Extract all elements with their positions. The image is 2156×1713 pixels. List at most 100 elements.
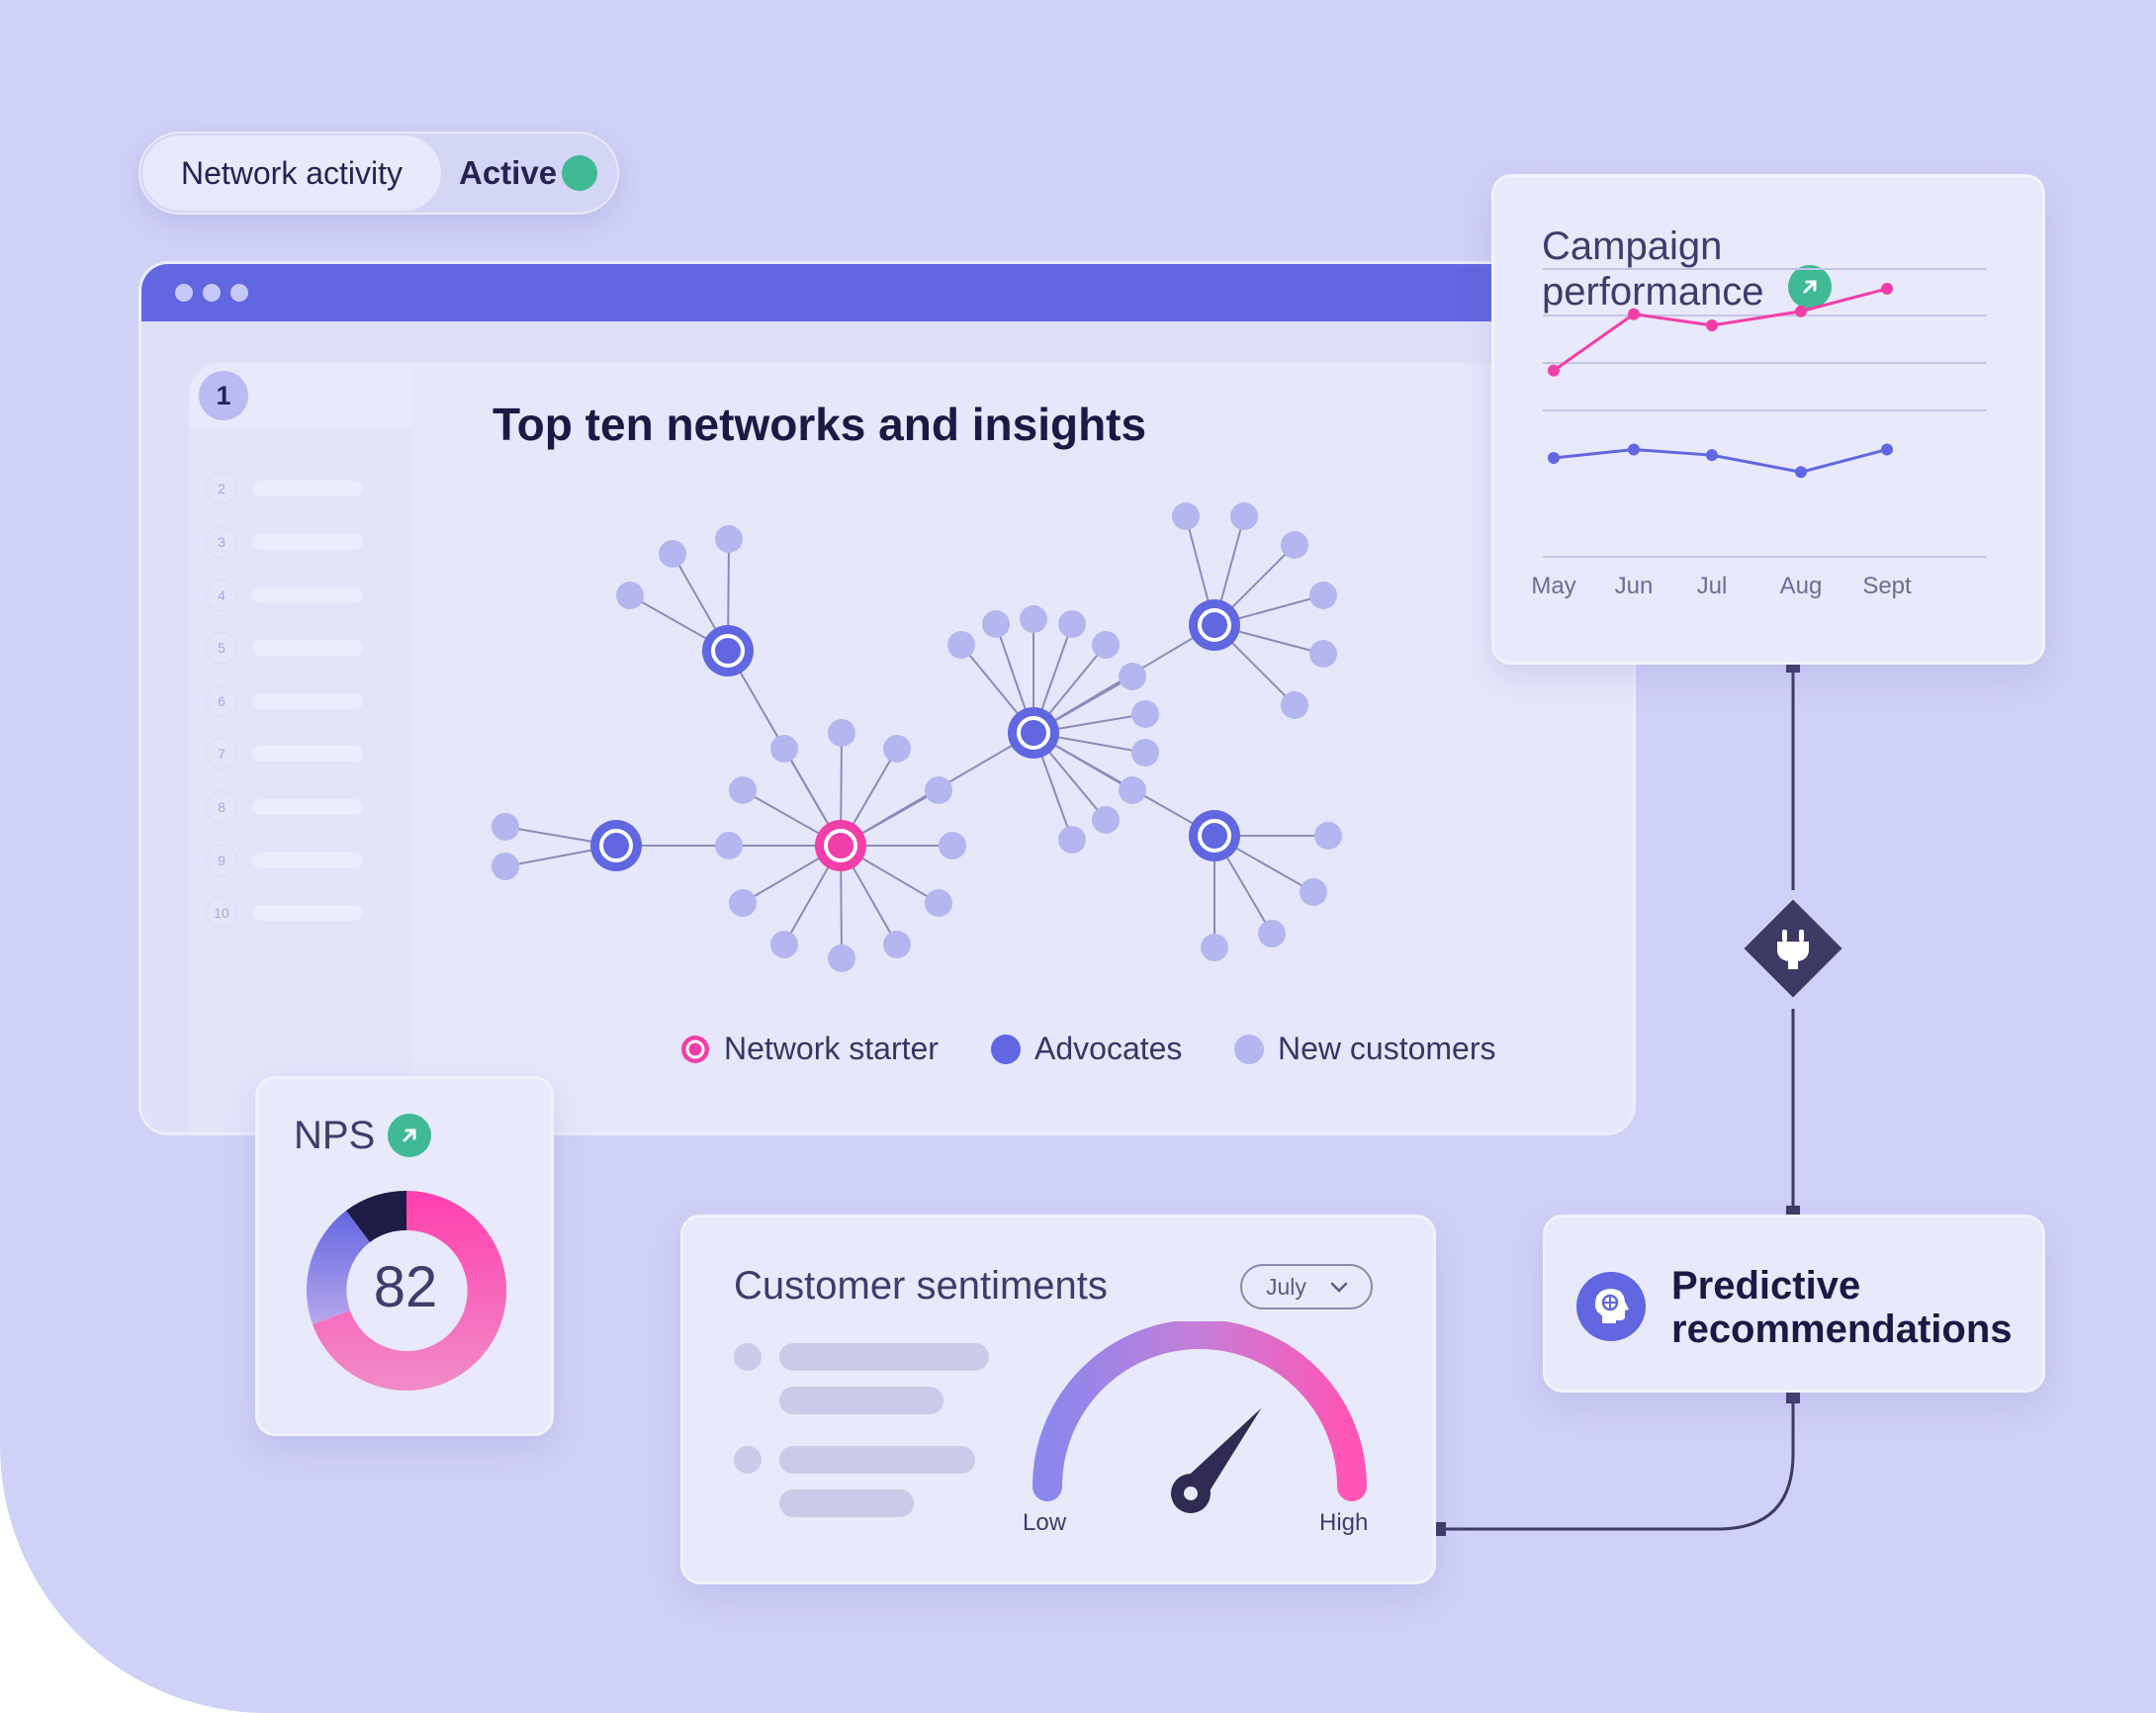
chart-tick-label: Jul [1697, 573, 1728, 599]
new-customer-node[interactable] [659, 540, 686, 568]
new-customer-node[interactable] [770, 931, 798, 958]
new-customer-node[interactable] [1281, 531, 1308, 559]
gauge-low-label: Low [1023, 1509, 1067, 1536]
chart-series-line [1553, 447, 1888, 474]
sidebar-item-bar [252, 640, 363, 656]
chart-tick-label: Jun [1615, 573, 1654, 599]
new-customer-node[interactable] [770, 735, 798, 763]
sidebar-item-number: 5 [207, 633, 236, 663]
page-title: Top ten networks and insights [493, 399, 1147, 450]
month-dropdown[interactable]: July [1240, 1264, 1373, 1309]
advocate-node[interactable] [1008, 707, 1059, 759]
arrow-up-right-icon [388, 1114, 431, 1157]
new-customer-node[interactable] [1230, 502, 1258, 530]
plug-icon[interactable] [1743, 898, 1843, 999]
new-customer-node[interactable] [1092, 631, 1120, 659]
new-customer-node[interactable] [1281, 691, 1308, 719]
new-customer-node[interactable] [828, 719, 855, 747]
new-customer-node[interactable] [715, 832, 743, 859]
new-customer-node[interactable] [1201, 934, 1228, 961]
new-customer-node[interactable] [729, 776, 757, 804]
new-customer-node[interactable] [616, 582, 644, 609]
legend-new-customers: New customers [1234, 1031, 1496, 1067]
new-customer-node[interactable] [1172, 502, 1200, 530]
new-customer-node[interactable] [1314, 822, 1342, 850]
nps-value: 82 [373, 1255, 438, 1319]
new-customer-node[interactable] [715, 525, 743, 553]
placeholder-bar [779, 1446, 975, 1474]
chart-data-point [1706, 449, 1718, 462]
placeholder-bar [779, 1387, 943, 1414]
gauge-high-label: High [1319, 1509, 1369, 1536]
chart-series-line [1553, 287, 1888, 372]
new-customer-node[interactable] [729, 889, 757, 917]
advocate-node[interactable] [702, 625, 754, 676]
sidebar-item-number: 9 [207, 846, 236, 875]
sidebar-item-bar [252, 481, 363, 496]
new-customer-node[interactable] [925, 776, 952, 804]
new-customer-node[interactable] [1309, 582, 1337, 609]
new-customer-node[interactable] [939, 832, 966, 859]
advocate-node[interactable] [590, 820, 642, 871]
placeholder-dot [734, 1343, 762, 1371]
window-titlebar [141, 264, 1633, 321]
new-customer-node[interactable] [1119, 663, 1146, 690]
legend-label: New customers [1278, 1031, 1496, 1066]
advocate-node[interactable] [1189, 810, 1240, 861]
sidebar-item-number: 7 [207, 739, 236, 768]
placeholder-bar [779, 1343, 989, 1371]
new-customer-node[interactable] [1119, 776, 1146, 804]
active-status-dot [562, 155, 597, 191]
new-customer-node[interactable] [1058, 826, 1086, 854]
new-customer-node[interactable] [1131, 739, 1159, 766]
new-customers-legend-icon [1234, 1034, 1264, 1064]
chart-gridlines [1543, 268, 1986, 558]
chart-data-point [1795, 466, 1807, 479]
new-customer-node[interactable] [982, 610, 1010, 638]
sidebar-item-1[interactable]: 1 [199, 371, 248, 420]
new-customer-node[interactable] [1058, 610, 1086, 638]
legend-advocates: Advocates [991, 1031, 1182, 1067]
predictive-title-line1: Predictive [1671, 1264, 1861, 1307]
new-customer-node[interactable] [883, 931, 911, 958]
sidebar-item-bar [252, 534, 363, 550]
nps-title: NPS [294, 1114, 376, 1157]
new-customer-node[interactable] [492, 853, 519, 880]
predictive-title-line2: recommendations [1671, 1307, 2013, 1351]
new-customer-node[interactable] [1309, 640, 1337, 668]
sentiments-title: Customer sentiments [734, 1264, 1108, 1307]
brain-head-icon [1576, 1272, 1646, 1341]
new-customer-node[interactable] [492, 813, 519, 841]
new-customer-node[interactable] [1131, 700, 1159, 728]
advocates-legend-icon [991, 1034, 1021, 1064]
advocate-node[interactable] [1189, 599, 1240, 651]
placeholder-dot [734, 1446, 762, 1474]
window-dot-icon[interactable] [175, 284, 193, 302]
arrow-up-right-icon [1788, 265, 1832, 309]
sidebar-item-bar [252, 693, 363, 709]
chevron-down-icon [1330, 1282, 1348, 1293]
network-starter-node[interactable] [815, 820, 866, 871]
sidebar-item-number: 3 [207, 527, 236, 557]
predictive-title: Predictive recommendations [1671, 1264, 2013, 1351]
sidebar-item-number: 8 [207, 792, 236, 822]
window-dot-icon[interactable] [203, 284, 221, 302]
new-customer-node[interactable] [1258, 920, 1286, 947]
sidebar-item-bar [252, 587, 363, 603]
new-customer-node[interactable] [1300, 878, 1327, 906]
sidebar-item-number: 10 [207, 898, 236, 928]
new-customer-node[interactable] [828, 945, 855, 972]
new-customer-node[interactable] [947, 631, 975, 659]
new-customer-node[interactable] [925, 889, 952, 917]
chart-data-point [1795, 305, 1807, 317]
network-activity-pill[interactable]: Network activity Active [138, 132, 619, 215]
window-dot-icon[interactable] [230, 284, 248, 302]
campaign-performance-card [1491, 174, 2045, 665]
sentiment-gauge [1033, 1321, 1367, 1513]
legend-network-starter: Network starter [680, 1031, 939, 1067]
new-customer-node[interactable] [1020, 605, 1047, 633]
chart-data-point [1881, 282, 1893, 295]
new-customer-node[interactable] [1092, 806, 1120, 834]
new-customer-node[interactable] [883, 735, 911, 763]
